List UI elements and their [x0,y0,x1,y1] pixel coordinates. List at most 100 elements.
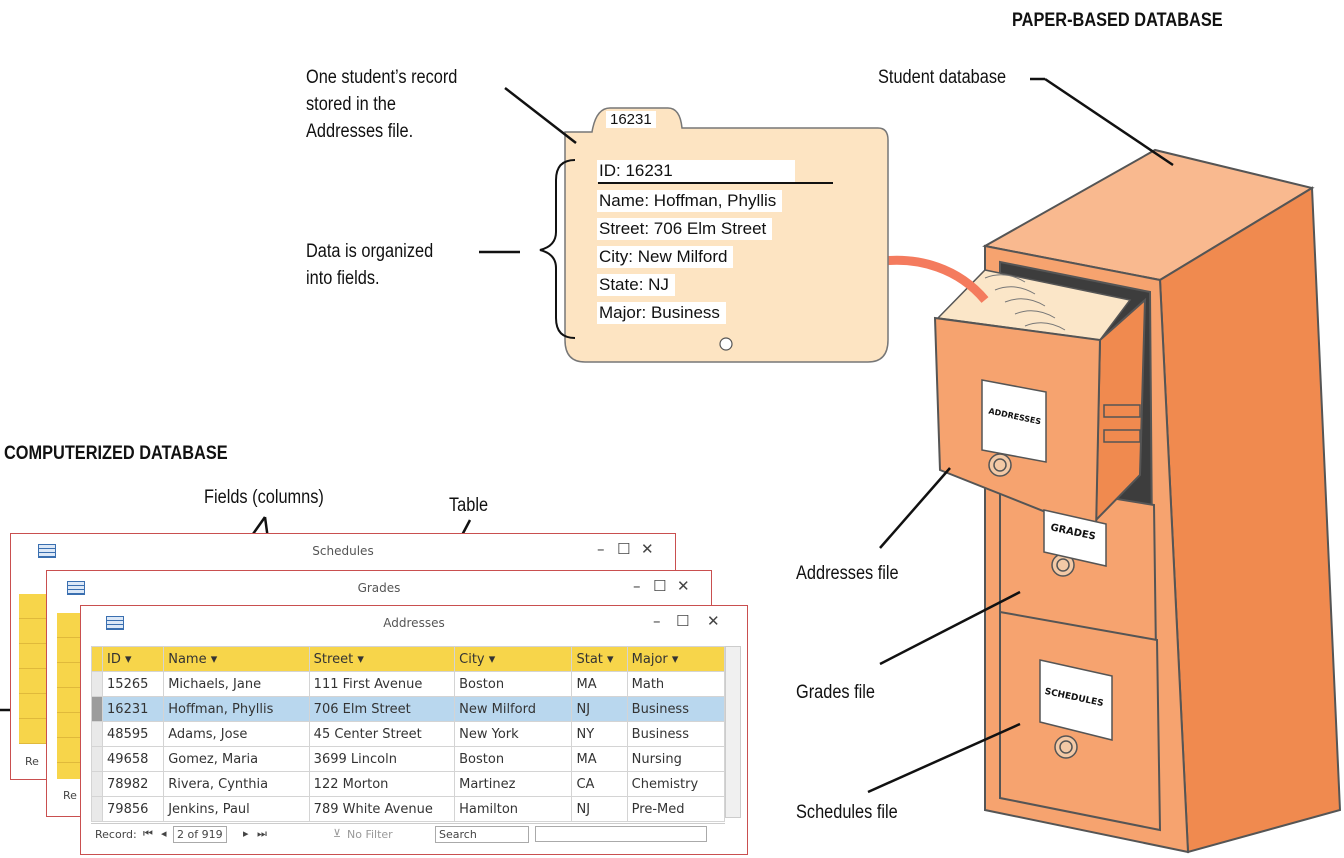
column-header-major[interactable]: Major ▾ [626,646,726,672]
student-record-label-line1: One student’s record [306,67,458,88]
column-header-name[interactable]: Name ▾ [163,646,310,672]
grades-record-label: Re [63,789,77,802]
minimize-icon[interactable]: – [633,577,641,595]
column-header-city[interactable]: City ▾ [454,646,573,672]
cell-street[interactable]: 706 Elm Street [308,696,456,722]
cell-name[interactable]: Rivera, Cynthia [163,771,310,797]
cell-city[interactable]: Hamilton [454,796,573,822]
horizontal-scrollbar[interactable] [535,826,707,842]
cell-city[interactable]: New Milford [454,696,573,722]
column-header-street[interactable]: Street ▾ [308,646,456,672]
cell-id[interactable]: 16231 [102,696,165,722]
previous-record-icon[interactable]: ◂ [161,827,167,840]
table-header-row: ID ▾ Name ▾ Street ▾ City ▾ Stat ▾ Major… [90,646,726,672]
cell-id[interactable]: 79856 [102,796,165,822]
row-selector[interactable] [90,721,104,747]
dropdown-icon: ▾ [488,651,496,667]
cell-street[interactable]: 789 White Avenue [308,796,456,822]
first-record-icon[interactable]: ⏮ [143,827,153,840]
no-filter-button[interactable]: No Filter [347,828,393,841]
cell-street[interactable]: 45 Center Street [308,721,456,747]
cell-street[interactable]: 3699 Lincoln [308,746,456,772]
row-selector[interactable] [90,671,104,697]
cell-name[interactable]: Michaels, Jane [163,671,310,697]
record-position[interactable]: 2 of 919 [173,826,227,843]
cell-major[interactable]: Chemistry [626,771,726,797]
organized-label-line2: into fields. [306,268,380,289]
addresses-window[interactable]: Addresses – ☐ ✕ ID ▾ Name ▾ Street ▾ Cit… [80,605,748,855]
cell-id[interactable]: 48595 [102,721,165,747]
table-icon [67,581,85,595]
grades-window-title: Grades [357,581,401,595]
fields-brace [539,159,576,339]
computerized-heading: COMPUTERIZED DATABASE [4,443,228,464]
maximize-icon[interactable]: ☐ [617,540,631,558]
row-selector[interactable] [90,746,104,772]
cell-major[interactable]: Nursing [626,746,726,772]
cell-name[interactable]: Hoffman, Phyllis [163,696,310,722]
cell-state[interactable]: MA [571,671,628,697]
cell-major[interactable]: Business [626,721,726,747]
vertical-scrollbar[interactable] [725,646,741,818]
cabinet-side [1158,186,1342,854]
cell-name[interactable]: Jenkins, Paul [163,796,310,822]
student-record-label-line3: Addresses file. [306,121,414,142]
cell-id[interactable]: 49658 [102,746,165,772]
minimize-icon[interactable]: – [597,540,605,558]
cell-state[interactable]: CA [571,771,628,797]
cell-city[interactable]: Martinez [454,771,573,797]
dropdown-icon: ▾ [210,651,218,667]
table-label: Table [449,495,489,516]
last-record-icon[interactable]: ⏭ [257,827,267,840]
cell-id[interactable]: 78982 [102,771,165,797]
cell-state[interactable]: MA [571,746,628,772]
row-selector[interactable] [90,696,104,722]
addresses-table: ID ▾ Name ▾ Street ▾ City ▾ Stat ▾ Major… [90,646,726,822]
cell-state[interactable]: NJ [571,796,628,822]
column-header-id[interactable]: ID ▾ [102,646,165,672]
sort-arrow-icon: ▾ [125,651,132,667]
next-record-icon[interactable]: ▸ [243,827,249,840]
row-selector[interactable] [90,771,104,797]
cell-name[interactable]: Gomez, Maria [163,746,310,772]
cell-name[interactable]: Adams, Jose [163,721,310,747]
cell-street[interactable]: 122 Morton [308,771,456,797]
card-id: ID: 16231 [597,160,795,182]
close-icon[interactable]: ✕ [641,540,654,558]
cell-major[interactable]: Business [626,696,726,722]
cell-major[interactable]: Math [626,671,726,697]
cell-major[interactable]: Pre-Med [626,796,726,822]
addresses-window-title: Addresses [383,616,445,630]
record-navigation-bar: Record: ⏮ ◂ 2 of 919 ▸ ⏭ ⊻ No Filter Sea… [91,823,725,844]
search-field[interactable]: Search [435,826,529,843]
cell-city[interactable]: Boston [454,746,573,772]
dropdown-icon: ▾ [357,651,364,667]
row-selector[interactable] [90,796,104,822]
maximize-icon[interactable]: ☐ [653,577,667,595]
maximize-icon[interactable]: ☐ [676,612,690,630]
column-header-state[interactable]: Stat ▾ [571,646,628,672]
grades-grid-strip [57,613,83,779]
organized-label-line1: Data is organized [306,241,434,262]
close-icon[interactable]: ✕ [677,577,690,595]
record-arrow [874,255,989,303]
cell-state[interactable]: NJ [571,696,628,722]
cell-state[interactable]: NY [571,721,628,747]
cell-street[interactable]: 111 First Avenue [308,671,456,697]
close-icon[interactable]: ✕ [707,612,720,630]
record-label: Record: [95,828,137,841]
minimize-icon[interactable]: – [653,612,661,630]
cell-id[interactable]: 15265 [102,671,165,697]
student-record-label-line2: stored in the [306,94,396,115]
cell-city[interactable]: New York [454,721,573,747]
card-street: Street: 706 Elm Street [597,218,773,240]
cell-city[interactable]: Boston [454,671,573,697]
grades-file-label: Grades file [796,682,876,703]
card-tab-id: 16231 [606,111,656,128]
